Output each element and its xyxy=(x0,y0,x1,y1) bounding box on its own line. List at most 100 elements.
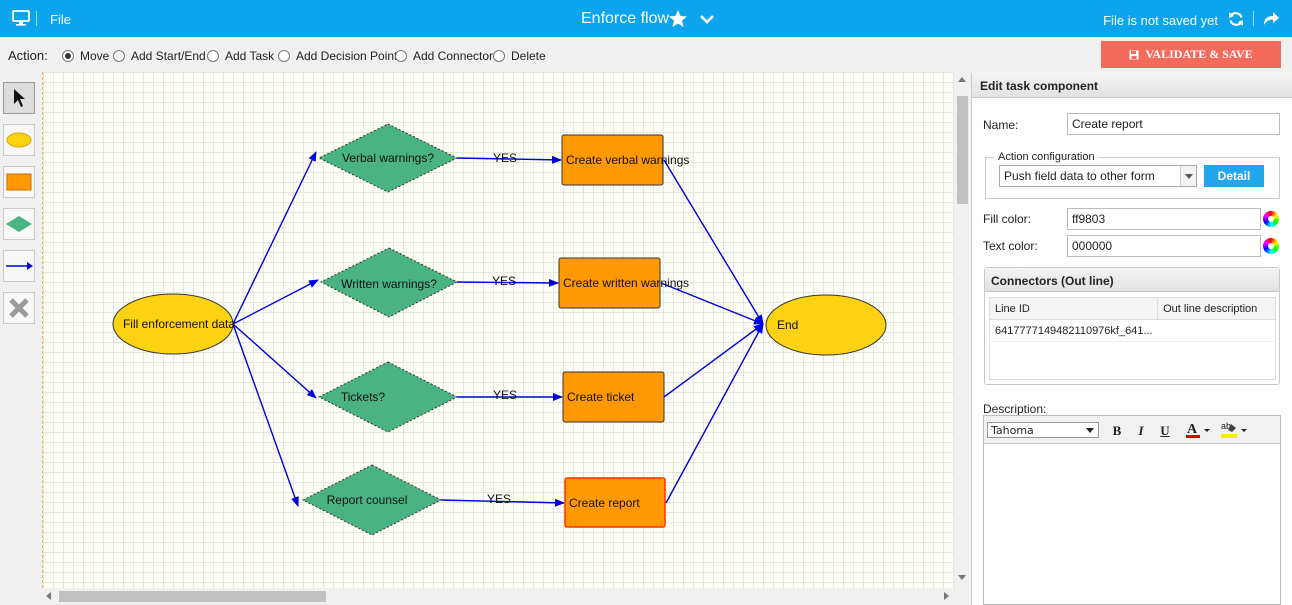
task-node-label: Create ticket xyxy=(567,390,635,404)
name-input[interactable] xyxy=(1067,113,1280,135)
task-node[interactable]: Create ticket xyxy=(562,371,665,423)
action-select[interactable]: Push field data to other form xyxy=(999,165,1197,187)
connector-line[interactable] xyxy=(660,282,764,325)
action-option-label: Move xyxy=(80,49,110,63)
chevron-down-icon[interactable] xyxy=(1180,166,1196,186)
top-bar: File Enforce flow File is not saved yet xyxy=(0,0,1292,37)
description-editor[interactable]: Tahoma B I U A ab xyxy=(983,415,1281,605)
connector-icon xyxy=(6,262,33,270)
connectors-table: Line ID Out line description 64177771494… xyxy=(988,297,1276,380)
connector-line[interactable] xyxy=(456,155,562,164)
radio-dot[interactable] xyxy=(493,50,505,62)
divider xyxy=(36,11,37,26)
font-color-icon[interactable]: A xyxy=(1185,421,1211,439)
connector-line[interactable] xyxy=(663,159,764,325)
connector-line[interactable] xyxy=(232,279,319,325)
start-node[interactable]: Fill enforcement data xyxy=(112,293,235,355)
color-picker-icon[interactable] xyxy=(1263,211,1279,227)
action-move-radio[interactable]: Move xyxy=(62,49,109,63)
action-configuration-group: Action configuration xyxy=(985,151,1280,199)
action-option-label: Add Task xyxy=(225,49,275,63)
bold-button[interactable]: B xyxy=(1112,423,1122,438)
task-node-selected[interactable]: Create report xyxy=(564,477,666,528)
validate-save-label: VALIDATE & SAVE xyxy=(1145,47,1253,61)
validate-save-button[interactable]: VALIDATE & SAVE xyxy=(1101,41,1281,68)
pointer-tool[interactable] xyxy=(3,82,35,114)
connector-line[interactable] xyxy=(456,278,559,287)
refresh-icon[interactable] xyxy=(1228,11,1244,27)
action-option-label: Delete xyxy=(511,49,546,63)
delete-icon xyxy=(9,298,29,318)
connector-line[interactable] xyxy=(232,323,317,399)
connector-line[interactable] xyxy=(665,323,764,504)
scroll-down-icon[interactable] xyxy=(958,575,966,580)
edge-label: YES xyxy=(493,388,517,402)
action-add-task-radio[interactable]: Add Task xyxy=(207,49,274,63)
decision-node[interactable]: Verbal warnings? xyxy=(317,123,459,193)
star-icon[interactable] xyxy=(668,9,688,29)
scroll-right-icon[interactable] xyxy=(944,592,949,600)
decision-tool[interactable] xyxy=(3,208,35,240)
scroll-left-icon[interactable] xyxy=(46,592,51,600)
radio-dot[interactable] xyxy=(395,50,407,62)
action-option-label: Add Decision Point xyxy=(296,49,398,63)
column-header[interactable]: Line ID xyxy=(988,297,1159,320)
connector-line[interactable] xyxy=(232,151,317,325)
fill-color-input[interactable] xyxy=(1067,208,1261,230)
end-node[interactable]: End xyxy=(765,294,887,356)
radio-dot[interactable] xyxy=(207,50,219,62)
color-picker-icon[interactable] xyxy=(1263,238,1279,254)
share-icon[interactable] xyxy=(1262,10,1280,26)
start-end-tool[interactable] xyxy=(3,124,35,156)
name-label: Name: xyxy=(983,118,1019,132)
action-add-decision-radio[interactable]: Add Decision Point xyxy=(278,49,397,63)
connectors-panel: Connectors (Out line) Line ID Out line d… xyxy=(984,267,1280,385)
scroll-thumb[interactable] xyxy=(59,591,326,602)
out-line-description-cell[interactable] xyxy=(1157,319,1276,342)
action-delete-radio[interactable]: Delete xyxy=(493,49,546,63)
task-node[interactable]: Create verbal warnings xyxy=(561,134,689,186)
scroll-up-icon[interactable] xyxy=(958,77,966,82)
action-option-label: Add Start/End xyxy=(131,49,206,63)
delete-tool[interactable] xyxy=(3,292,35,324)
action-add-start-end-radio[interactable]: Add Start/End xyxy=(113,49,206,63)
decision-node-label: Tickets? xyxy=(341,390,386,404)
action-add-connector-radio[interactable]: Add Connector xyxy=(395,49,493,63)
radio-dot[interactable] xyxy=(113,50,125,62)
highlight-color-icon[interactable]: ab xyxy=(1220,420,1248,440)
task-node[interactable]: Create written warnings xyxy=(558,257,689,309)
canvas-horizontal-scrollbar[interactable] xyxy=(42,588,954,605)
flow-diagram: YES YES YES YES Fill enforcement data Ve… xyxy=(112,123,887,536)
underline-button[interactable]: U xyxy=(1160,423,1170,438)
italic-button[interactable]: I xyxy=(1138,423,1144,438)
task-tool[interactable] xyxy=(3,166,35,198)
scroll-thumb[interactable] xyxy=(957,96,968,204)
connector-line[interactable] xyxy=(440,498,565,507)
tool-palette xyxy=(0,72,42,605)
text-color-input[interactable] xyxy=(1067,235,1261,257)
task-shape-icon xyxy=(6,173,32,191)
fill-color-label: Fill color: xyxy=(983,212,1032,226)
task-node-label: Create written warnings xyxy=(563,276,689,290)
connector-line[interactable] xyxy=(663,323,764,398)
decision-node[interactable]: Tickets? xyxy=(317,361,459,433)
radio-dot[interactable] xyxy=(278,50,290,62)
file-menu[interactable]: File xyxy=(50,12,71,27)
edge-label: YES xyxy=(493,151,517,165)
connector-tool[interactable] xyxy=(3,250,35,282)
column-header[interactable]: Out line description xyxy=(1157,297,1276,320)
canvas-vertical-scrollbar[interactable] xyxy=(954,72,970,588)
connector-line[interactable] xyxy=(232,323,299,507)
decision-node[interactable]: Written warnings? xyxy=(319,247,459,318)
monitor-icon[interactable] xyxy=(12,10,30,26)
diagram-canvas[interactable]: YES YES YES YES Fill enforcement data Ve… xyxy=(42,72,954,588)
table-row[interactable]: 6417777149482110976kf_641... xyxy=(989,319,1276,342)
detail-button[interactable]: Detail xyxy=(1204,165,1264,187)
chevron-down-icon[interactable] xyxy=(699,13,715,25)
start-end-shape-icon xyxy=(6,132,32,148)
radio-dot[interactable] xyxy=(62,50,74,62)
decision-node[interactable]: Report counsel xyxy=(301,464,443,536)
font-select[interactable]: Tahoma xyxy=(987,422,1099,438)
edge-label: YES xyxy=(492,274,516,288)
decision-node-label: Written warnings? xyxy=(341,277,437,291)
